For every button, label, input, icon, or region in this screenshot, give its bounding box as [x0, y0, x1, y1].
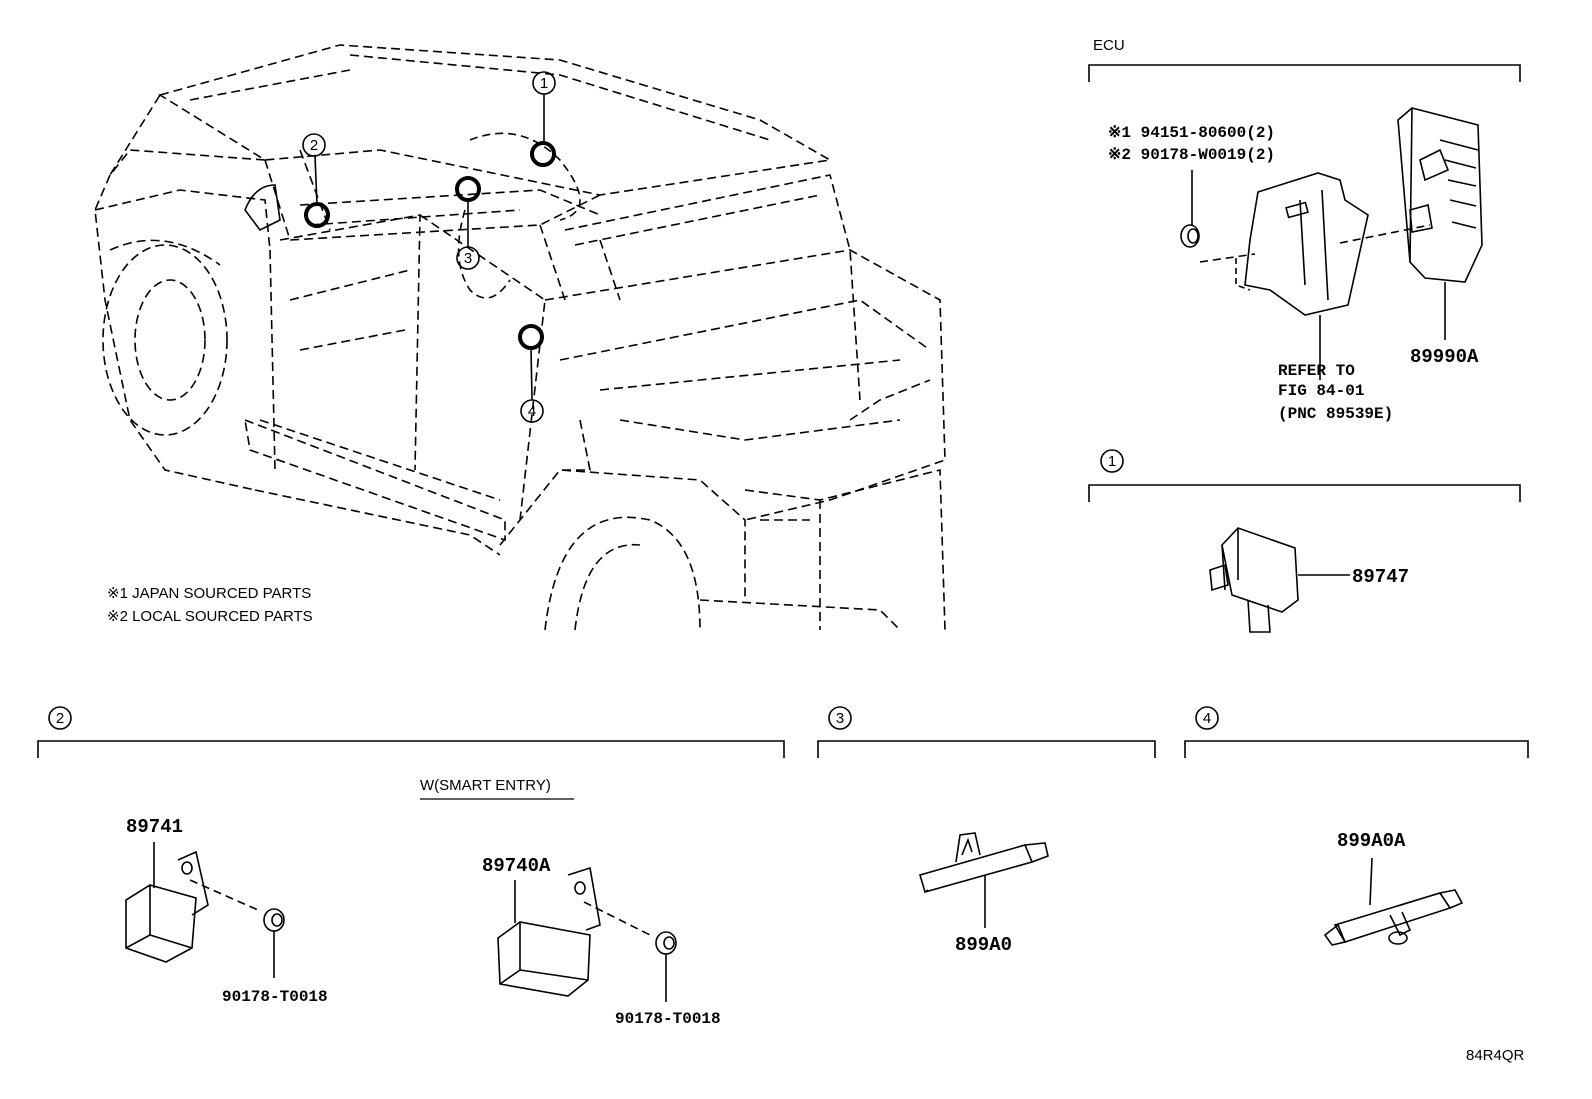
- group-4: 4 899A0A: [1184, 706, 1529, 946]
- group-3-bracket-line: [817, 740, 1156, 758]
- ecu-bracket-line: [1088, 64, 1521, 82]
- module-89740a-graphic: [497, 866, 677, 1002]
- group-4-badge: [1195, 706, 1219, 730]
- ecu-title: ECU: [1093, 37, 1125, 54]
- group-1-part-number: 89747: [1352, 566, 1409, 588]
- group-1-number: 1: [1108, 453, 1116, 470]
- part-89741-number: 89741: [126, 816, 183, 838]
- antenna-899a0a-graphic: [1323, 857, 1464, 946]
- group-2-bracket-line: [37, 740, 785, 758]
- group-2-badge: [48, 706, 72, 730]
- group-1-bracket-line: [1088, 484, 1521, 502]
- figure-code: 84R4QR: [1466, 1047, 1525, 1064]
- ecu-note-2: ※2 90178-W0019(2): [1108, 146, 1275, 164]
- legend-japan-sourced: ※1 JAPAN SOURCED PARTS: [107, 585, 311, 602]
- group-4-part-number: 899A0A: [1337, 830, 1406, 852]
- group-1: 1 89747: [1088, 449, 1521, 633]
- sensor-89747-graphic: [1209, 527, 1350, 633]
- bolt-a-number: 90178-T0018: [222, 988, 328, 1006]
- callout-markers: [302, 71, 581, 423]
- ecu-part-number: 89990A: [1410, 346, 1479, 368]
- group-2-number: 2: [56, 710, 64, 727]
- ecu-note-1: ※1 94151-80600(2): [1108, 124, 1275, 142]
- group-3: 3 899A0: [817, 706, 1156, 956]
- legend-local-sourced: ※2 LOCAL SOURCED PARTS: [107, 608, 313, 625]
- ecu-module-graphic: [1339, 107, 1483, 340]
- antenna-899a0-graphic: [919, 832, 1049, 928]
- ecu-refer-line1: REFER TO: [1278, 362, 1355, 380]
- group-2: 2 89741 90178-T0018 W(SMART ENTRY) 89740…: [37, 706, 785, 1028]
- group-3-number: 3: [836, 710, 844, 727]
- bolt-b-number: 90178-T0018: [615, 1010, 721, 1028]
- vehicle-illustration: [94, 44, 946, 631]
- group-3-badge: [828, 706, 852, 730]
- group-4-number: 4: [1203, 710, 1211, 727]
- callout-1-number: 1: [540, 75, 548, 92]
- callout-4-number: 4: [528, 403, 536, 420]
- callout-3-number: 3: [464, 250, 472, 267]
- part-89740a-number: 89740A: [482, 855, 551, 877]
- group-1-badge: [1100, 449, 1124, 473]
- group-3-part-number: 899A0: [955, 934, 1012, 956]
- ecu-refer-line2: FIG 84-01: [1278, 382, 1364, 400]
- ecu-bracket-graphic: [1199, 172, 1369, 380]
- callout-2-badge: [302, 133, 326, 157]
- ecu-group: ECU ※1 94151-80600(2) ※2 90178-W0019(2): [1088, 37, 1521, 423]
- group-4-bracket-line: [1184, 740, 1529, 758]
- module-89741-graphic: [125, 842, 285, 978]
- ecu-bolt-graphic: [1180, 170, 1200, 248]
- smart-entry-condition: W(SMART ENTRY): [420, 777, 551, 794]
- ecu-refer-line3: (PNC 89539E): [1278, 405, 1393, 423]
- callout-2-number: 2: [310, 137, 318, 154]
